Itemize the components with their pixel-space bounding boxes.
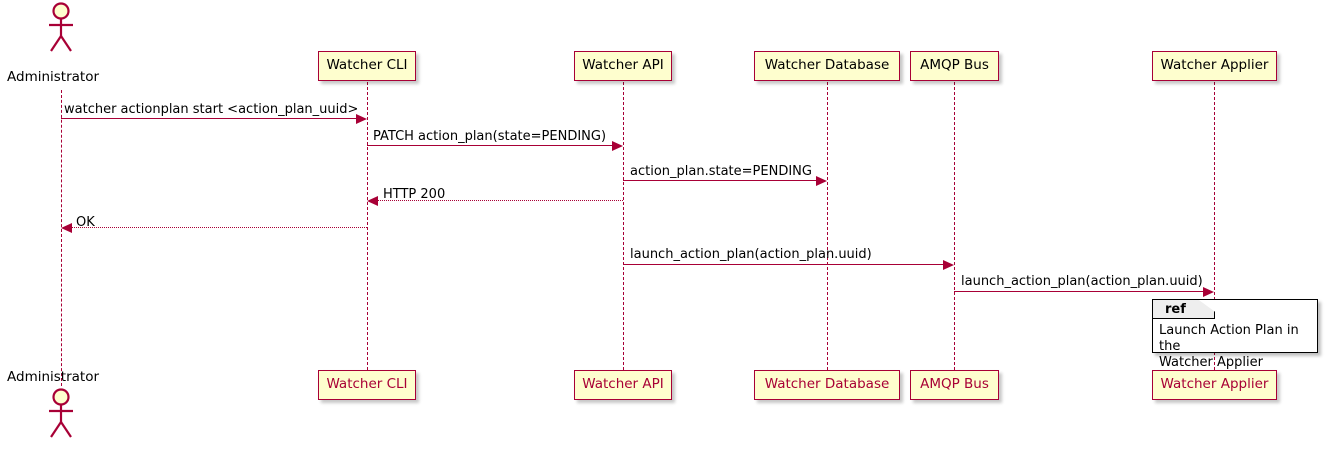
participant-label-watcher-api-bottom: Watcher API bbox=[582, 376, 664, 393]
participant-label-amqp-bus-bottom: AMQP Bus bbox=[920, 376, 989, 393]
participant-label-watcher-database-top: Watcher Database bbox=[764, 57, 890, 74]
message-line-6 bbox=[623, 264, 944, 265]
actor-figure-icon bbox=[49, 2, 73, 52]
participant-box-watcher-cli-bottom[interactable]: Watcher CLI bbox=[318, 370, 416, 400]
actor-figure-icon bbox=[49, 388, 73, 438]
message-arrowhead-5 bbox=[61, 222, 72, 233]
message-arrowhead-6 bbox=[943, 259, 954, 270]
participant-box-watcher-database-bottom[interactable]: Watcher Database bbox=[754, 370, 900, 400]
message-line-1 bbox=[61, 118, 357, 119]
participant-label-watcher-applier-bottom: Watcher Applier bbox=[1160, 376, 1269, 393]
participant-label-watcher-applier-top: Watcher Applier bbox=[1160, 57, 1269, 74]
participant-box-watcher-applier-top[interactable]: Watcher Applier bbox=[1152, 51, 1277, 81]
message-line-5 bbox=[72, 227, 367, 228]
message-label-5: OK bbox=[76, 215, 95, 230]
participant-box-watcher-api-top[interactable]: Watcher API bbox=[574, 51, 672, 81]
lifeline-watcher-database bbox=[827, 82, 828, 370]
message-label-2: PATCH action_plan(state=PENDING) bbox=[373, 129, 607, 144]
actor-administrator-top[interactable] bbox=[45, 2, 77, 54]
message-label-1: watcher actionplan start <action_plan_uu… bbox=[64, 102, 359, 117]
lifeline-watcher-applier bbox=[1214, 82, 1215, 370]
participant-box-watcher-database-top[interactable]: Watcher Database bbox=[754, 51, 900, 81]
ref-fragment-body-line1: Launch Action Plan in the bbox=[1159, 323, 1299, 354]
ref-fragment-tab-label: ref bbox=[1165, 301, 1186, 317]
ref-fragment-body-line2: Watcher Applier bbox=[1159, 355, 1263, 370]
message-line-7 bbox=[954, 291, 1203, 292]
participant-label-watcher-cli-bottom: Watcher CLI bbox=[326, 376, 408, 393]
message-arrowhead-1 bbox=[356, 113, 367, 124]
participant-label-watcher-cli-top: Watcher CLI bbox=[326, 57, 408, 74]
lifeline-watcher-api bbox=[623, 82, 624, 370]
ref-fragment-body: Launch Action Plan in the Watcher Applie… bbox=[1159, 323, 1315, 371]
participant-box-amqp-bus-top[interactable]: AMQP Bus bbox=[910, 51, 999, 81]
participant-box-watcher-cli-top[interactable]: Watcher CLI bbox=[318, 51, 416, 81]
message-line-3 bbox=[623, 180, 817, 181]
message-arrowhead-3 bbox=[816, 175, 827, 186]
message-label-4: HTTP 200 bbox=[383, 187, 446, 202]
actor-label-administrator-bottom: Administrator bbox=[7, 369, 100, 385]
participant-label-amqp-bus-top: AMQP Bus bbox=[920, 57, 989, 74]
message-label-3: action_plan.state=PENDING bbox=[630, 164, 812, 179]
actor-administrator-bottom[interactable] bbox=[45, 388, 77, 440]
participant-box-amqp-bus-bottom[interactable]: AMQP Bus bbox=[910, 370, 999, 400]
message-arrowhead-2 bbox=[612, 140, 623, 151]
participant-box-watcher-api-bottom[interactable]: Watcher API bbox=[574, 370, 672, 400]
participant-label-watcher-database-bottom: Watcher Database bbox=[764, 376, 890, 393]
message-label-7: launch_action_plan(action_plan.uuid) bbox=[961, 274, 1203, 289]
message-line-4 bbox=[378, 200, 623, 201]
message-label-6: launch_action_plan(action_plan.uuid) bbox=[630, 247, 872, 262]
ref-fragment-box: ref Launch Action Plan in the Watcher Ap… bbox=[1152, 299, 1318, 370]
participant-label-watcher-api-top: Watcher API bbox=[582, 57, 664, 74]
actor-label-administrator-top: Administrator bbox=[7, 69, 100, 85]
message-arrowhead-7 bbox=[1203, 286, 1214, 297]
participant-box-watcher-applier-bottom[interactable]: Watcher Applier bbox=[1152, 370, 1277, 400]
ref-fragment-tab: ref bbox=[1153, 300, 1215, 319]
lifeline-administrator bbox=[61, 90, 62, 386]
lifeline-amqp-bus bbox=[954, 82, 955, 370]
message-arrowhead-4 bbox=[367, 195, 378, 206]
message-line-2 bbox=[367, 145, 613, 146]
lifeline-watcher-cli bbox=[367, 82, 368, 370]
